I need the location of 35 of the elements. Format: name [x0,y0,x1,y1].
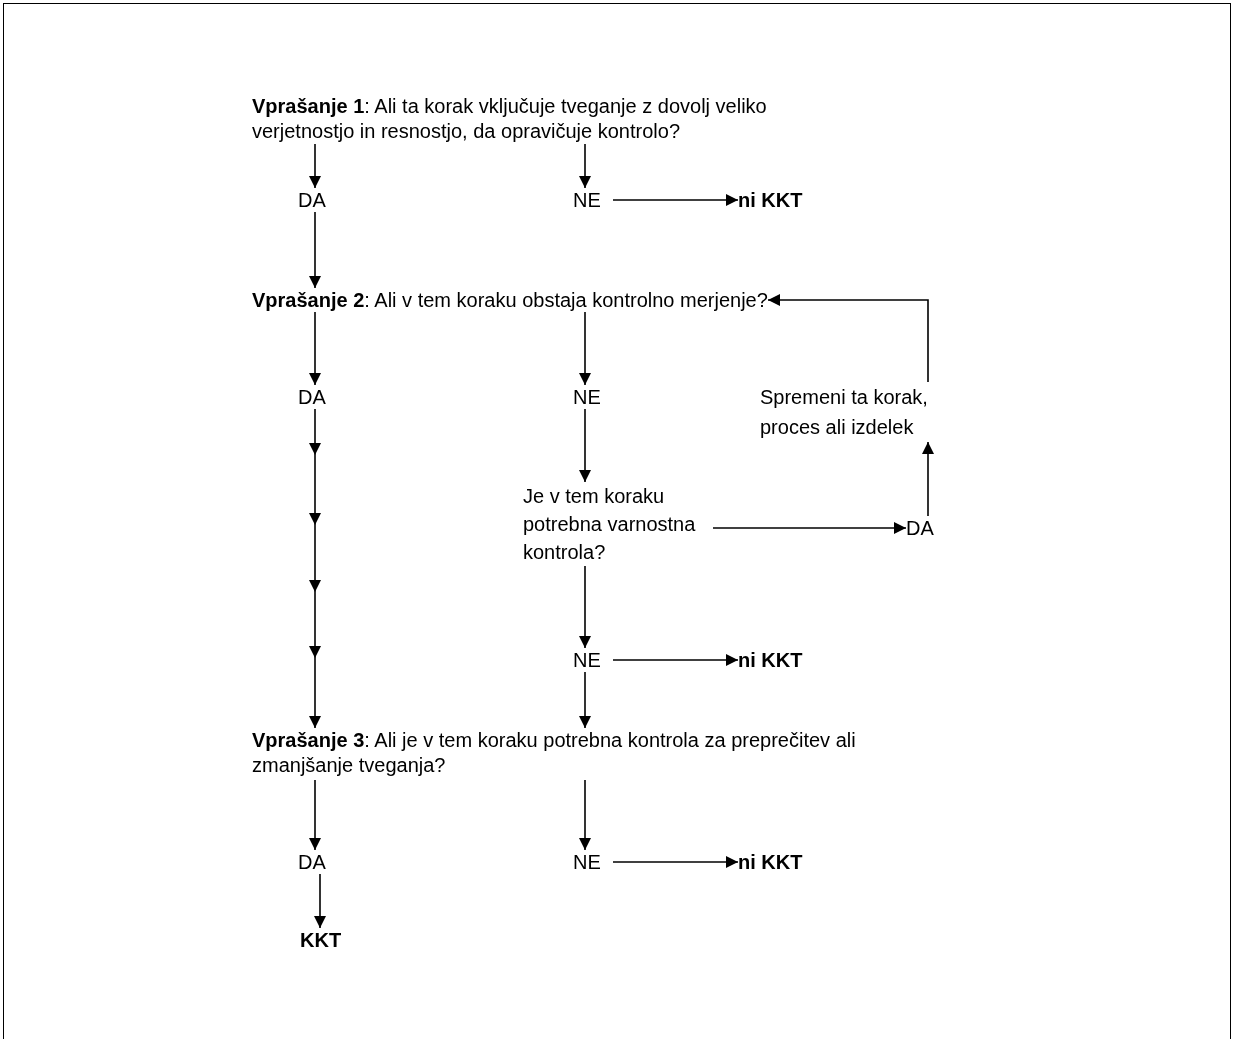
question-text: Vprašanje 2: Ali v tem koraku obstaja kontrolno merjenje? [252,288,768,312]
answer-label: NE [573,188,613,212]
outcome-label: ni KKT [738,188,828,212]
arrow [579,311,591,386]
outcome-label: ni KKT [738,850,828,874]
arrow [922,441,934,517]
arrow [712,522,907,534]
question-text: Vprašanje 1: Ali ta korak vključuje tveganje z dovolj veliko verjetnostjo in resnostjo, da opravičuje kontrolo? [252,94,812,144]
answer-label: DA [298,385,340,409]
arrow [579,143,591,189]
arrow [612,194,739,206]
question-text: Vprašanje 3: Ali je v tem koraku potrebna kontrola za preprečitev ali zmanjšanje tveganja? [252,728,892,780]
arrow [612,856,739,868]
answer-label: DA [298,850,340,874]
outcome-label: ni KKT [738,648,828,672]
arrow [314,873,326,929]
answer-label: NE [573,385,613,409]
answer-label: NE [573,648,613,672]
arrow [309,143,321,189]
arrow [579,408,591,483]
arrow [767,294,929,383]
arrow [612,654,739,666]
arrow [309,779,321,851]
answer-label: NE [573,850,613,874]
arrow [579,671,591,729]
arrow [309,211,321,289]
action-text: Spremeni ta korak, proces ali izdelek [760,382,960,442]
outcome-label: KKT [300,928,352,952]
arrow [309,408,321,729]
answer-label: DA [298,188,340,212]
arrow [579,779,591,851]
arrow [579,565,591,649]
answer-label: DA [906,516,950,540]
question-text: Je v tem koraku potrebna varnostna kontrola? [523,482,713,566]
arrow [309,311,321,386]
